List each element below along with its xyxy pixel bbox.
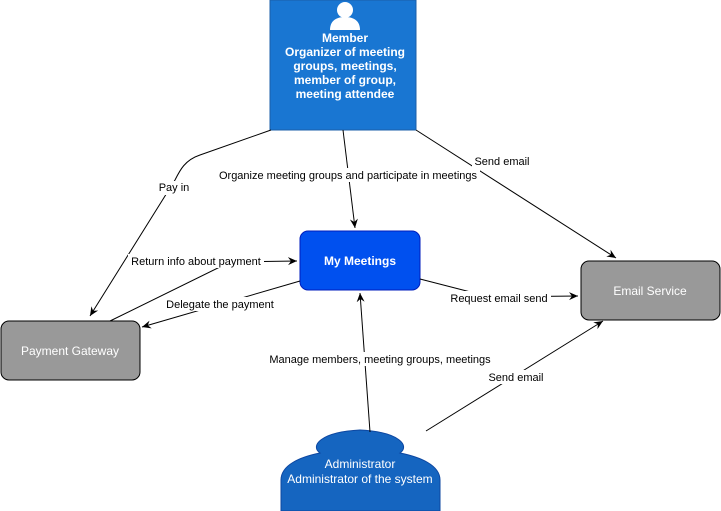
member-title: Member xyxy=(322,31,368,45)
person-icon xyxy=(330,2,360,30)
edge-label-request-email: Request email send xyxy=(450,293,547,305)
edge-payment-to-mymeetings xyxy=(109,257,298,322)
edge-member-to-payment xyxy=(89,129,272,317)
email-service-node[interactable]: Email Service xyxy=(580,260,721,321)
payment-gateway-label: Payment Gateway xyxy=(21,344,119,358)
my-meetings-node[interactable]: My Meetings xyxy=(299,230,421,291)
payment-gateway-box xyxy=(0,320,141,381)
edge-label-send-email-member: Send email xyxy=(474,156,529,168)
edge-label-organize: Organize meeting groups and participate … xyxy=(219,170,478,182)
member-desc-line2: groups, meetings, xyxy=(293,59,396,73)
payment-gateway-node[interactable]: Payment Gateway xyxy=(0,320,141,381)
member-desc-line1: Organizer of meeting xyxy=(285,45,405,59)
administrator-subtitle: Administrator of the system xyxy=(287,472,432,486)
edge-label-send-email-admin: Send email xyxy=(488,372,543,384)
edge-member-to-email xyxy=(415,129,617,259)
edge-label-return-info: Return info about payment xyxy=(131,256,261,268)
administrator-node[interactable]: Administrator Administrator of the syste… xyxy=(280,429,441,511)
my-meetings-label: My Meetings xyxy=(324,254,396,268)
member-desc-line3: member of group, xyxy=(294,73,396,87)
edge-label-delegate-payment: Delegate the payment xyxy=(166,299,274,311)
my-meetings-box xyxy=(299,230,421,291)
edge-label-manage: Manage members, meeting groups, meetings xyxy=(269,354,491,366)
email-service-box xyxy=(580,260,721,321)
administrator-title: Administrator xyxy=(325,457,396,471)
edge-label-pay-in: Pay in xyxy=(159,182,190,194)
member-desc-line4: meeting attendee xyxy=(296,87,395,101)
member-node[interactable]: Member Organizer of meeting groups, meet… xyxy=(269,0,417,131)
administrator-shape xyxy=(280,429,441,511)
email-service-label: Email Service xyxy=(613,284,687,298)
